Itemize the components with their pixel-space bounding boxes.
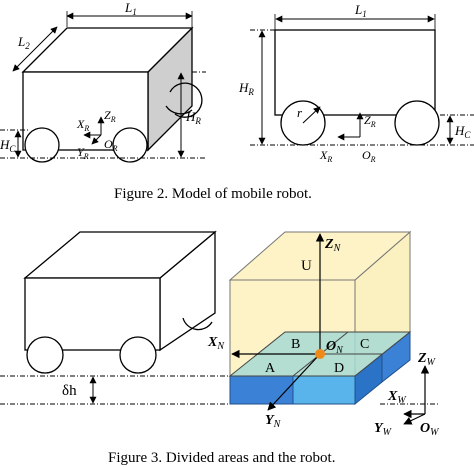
- front-right-wheel: [112, 127, 148, 163]
- label-dh: δh: [62, 383, 77, 399]
- label-OR: OR: [104, 137, 118, 153]
- label-L2: L2: [17, 34, 30, 51]
- label-HC-right: HC: [454, 123, 471, 140]
- label-YN: YN: [265, 413, 282, 430]
- figure3-caption: Figure 3. Divided areas and the robot.: [108, 450, 336, 466]
- fig3-left-robot: δh: [0, 230, 232, 405]
- axis-YR: [91, 134, 102, 145]
- label-D: D: [334, 361, 344, 376]
- label-HR-right: HR: [238, 80, 254, 97]
- label-ZW: ZW: [417, 351, 437, 368]
- fig3-wheel-right: [119, 336, 157, 374]
- label-L1: L1: [124, 0, 137, 17]
- label-XW: XW: [387, 389, 407, 406]
- label-HC: HC: [0, 137, 16, 154]
- axis-YN: [267, 353, 321, 411]
- dim-L2: [12, 26, 58, 72]
- label-A: A: [265, 361, 276, 376]
- label-ZR: ZR: [104, 108, 116, 124]
- origin-ON: [315, 349, 325, 359]
- label-ZN: ZN: [324, 237, 342, 254]
- label-OR-right: OR: [362, 148, 376, 164]
- label-U: U: [301, 258, 312, 274]
- tile-front-left: [229, 375, 294, 405]
- label-ZR-right: ZR: [364, 113, 376, 129]
- fig2-left-robot: L1 L2 HR HC ZR XR YR OR: [0, 0, 206, 163]
- fig2-right-robot: r L1 HR HC ZR XR OR: [238, 2, 474, 164]
- front-left-wheel: [24, 127, 60, 163]
- label-ON: ON: [326, 339, 344, 356]
- fig3-wheel-left: [26, 336, 64, 374]
- label-XN: XN: [207, 335, 225, 352]
- radius-line: [302, 106, 321, 124]
- label-L1-right: L1: [354, 2, 367, 19]
- label-XR: XR: [76, 117, 89, 133]
- label-B: B: [291, 337, 300, 352]
- tile-front-right: [292, 375, 356, 405]
- fig3-right-grid: A B C D U ZN XN YN ON ZW XW YW OW: [207, 230, 440, 438]
- label-HR: HR: [185, 109, 201, 126]
- label-r: r: [297, 105, 303, 120]
- axis-YW: [403, 413, 426, 425]
- figure2-caption: Figure 2. Model of mobile robot.: [114, 186, 312, 202]
- label-XR-right: XR: [319, 148, 332, 164]
- fig3-wheel-back: [182, 317, 213, 331]
- label-YW: YW: [374, 421, 393, 438]
- label-C: C: [360, 337, 369, 352]
- label-OW: OW: [420, 421, 440, 438]
- label-YR: YR: [77, 145, 89, 161]
- side-wheel-right: [394, 100, 440, 146]
